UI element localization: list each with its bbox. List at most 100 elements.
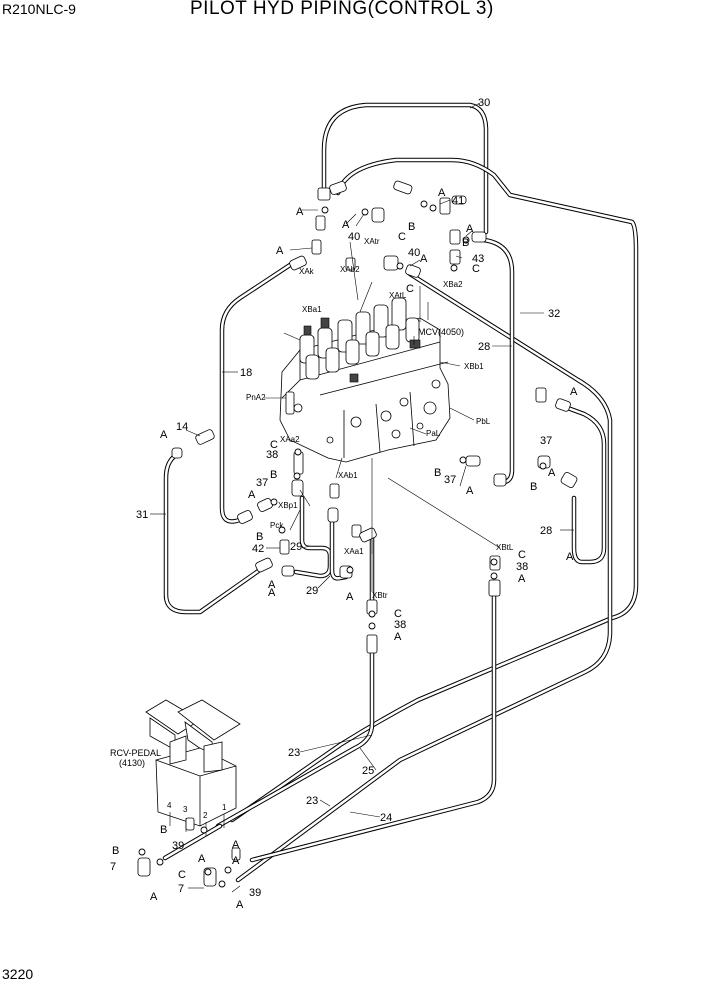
page-number: 3220: [2, 966, 34, 982]
letter-a-22: A: [268, 587, 276, 599]
port-pck: Pck: [270, 521, 284, 530]
port-xaa1: XAa1: [344, 547, 364, 556]
pedal-port-2: 2: [203, 811, 208, 820]
callout-7-a: 7: [110, 861, 116, 873]
callout-23-b: 23: [306, 795, 318, 807]
pedal-port-3: 3: [183, 805, 188, 814]
callout-7-b: 7: [178, 883, 184, 895]
port-xbb1: XBb1: [464, 362, 484, 371]
letter-a-10: A: [548, 467, 556, 479]
hose-25: [215, 647, 375, 829]
hose-32: [229, 157, 639, 823]
callout-31: 31: [136, 509, 148, 521]
spool-caps: [299, 297, 421, 383]
rcv-pedal-label: RCV-PEDAL: [110, 748, 161, 758]
hose-31: [163, 452, 267, 615]
callout-18: 18: [240, 367, 252, 379]
pedal-port-4: 4: [167, 801, 172, 810]
port-xatr: XAtr: [364, 237, 380, 246]
callout-29-b: 29: [306, 585, 318, 597]
letter-a-18: A: [150, 891, 158, 903]
hose-28-lower: [562, 404, 607, 565]
page-title: PILOT HYD PIPING(CONTROL 3): [190, 0, 494, 19]
callout-28-a: 28: [478, 341, 490, 353]
callout-39-a: 39: [172, 840, 184, 852]
main-control-valve: [279, 297, 451, 463]
port-xatl: XAtL: [389, 291, 407, 300]
letter-c-4: C: [270, 439, 278, 451]
port-xba2: XBa2: [443, 280, 463, 289]
callout-37-b: 37: [444, 474, 456, 486]
letter-a-4: A: [466, 223, 474, 235]
port-xbtl: XBtL: [496, 543, 514, 552]
hose-24: [249, 592, 497, 863]
letter-a-19: A: [232, 855, 240, 867]
callout-41: 41: [452, 195, 464, 207]
letter-a-8: A: [160, 429, 168, 441]
model-code: R210NLC-9: [2, 1, 76, 17]
o-rings: [138, 200, 547, 888]
letter-b-3: B: [270, 469, 277, 481]
letter-b-6: B: [256, 531, 263, 543]
letter-a-3: A: [342, 219, 350, 231]
callout-43: 43: [472, 253, 484, 265]
letter-a-2: A: [438, 187, 446, 199]
port-xab1: XAb1: [338, 471, 358, 480]
letter-c-5: C: [394, 608, 402, 620]
rcv-pedal-code: (4130): [119, 758, 145, 768]
leader-lines: [150, 102, 574, 893]
letter-a-7: A: [570, 386, 578, 398]
callout-37-a: 37: [540, 435, 552, 447]
port-pbl: PbL: [476, 417, 491, 426]
port-xba1: XBa1: [302, 305, 322, 314]
letter-c-6: C: [518, 549, 526, 561]
callout-42: 42: [252, 543, 264, 555]
callout-38-a: 38: [266, 449, 278, 461]
mcv-label: MCV(4050): [418, 327, 464, 337]
letter-c-3: C: [406, 283, 414, 295]
port-xbp1: XBp1: [278, 501, 298, 510]
callout-24: 24: [380, 812, 392, 824]
callout-25: 25: [362, 765, 374, 777]
letter-a-1: A: [296, 206, 304, 218]
letter-c-7: C: [178, 869, 186, 881]
hose-right-loop: [235, 271, 613, 883]
hose-29-a: [293, 495, 333, 579]
letter-b-7: B: [160, 824, 167, 836]
callout-30: 30: [478, 97, 490, 109]
callout-38-b: 38: [394, 619, 406, 631]
letter-a-13: A: [346, 591, 354, 603]
hose-23-lower: [162, 823, 223, 861]
port-pal: PaL: [426, 429, 441, 438]
letter-a-20: A: [236, 899, 244, 911]
callout-29-a: 29: [290, 541, 302, 553]
letter-b-2: B: [462, 237, 469, 249]
letter-b-5: B: [530, 481, 537, 493]
callout-37-c: 37: [256, 477, 268, 489]
port-pna2: PnA2: [246, 393, 266, 402]
pedal-port-1: 1: [222, 803, 227, 812]
callout-40-b: 40: [408, 247, 420, 259]
letter-a-11: A: [466, 485, 474, 497]
letter-b-8: B: [112, 845, 119, 857]
callout-39-b: 39: [249, 887, 261, 899]
letter-a-5: A: [276, 245, 284, 257]
letter-c-1: C: [398, 231, 406, 243]
letter-a-12: A: [268, 579, 276, 591]
port-xak: XAk: [299, 267, 315, 276]
hose-18: [219, 262, 293, 524]
letter-a-9: A: [248, 489, 256, 501]
callout-40-a: 40: [348, 231, 360, 243]
letter-a-16: A: [198, 853, 206, 865]
rcv-pedal: [145, 699, 241, 836]
hose-28-upper: [481, 237, 515, 485]
callout-32: 32: [548, 308, 560, 320]
callout-38-c: 38: [516, 561, 528, 573]
letter-a-15: A: [518, 573, 526, 585]
callout-28-b: 28: [540, 525, 552, 537]
callout-23-a: 23: [288, 747, 300, 759]
port-xaa2: XAa2: [280, 435, 300, 444]
hose-30: [321, 102, 489, 235]
letter-b-4: B: [434, 467, 441, 479]
